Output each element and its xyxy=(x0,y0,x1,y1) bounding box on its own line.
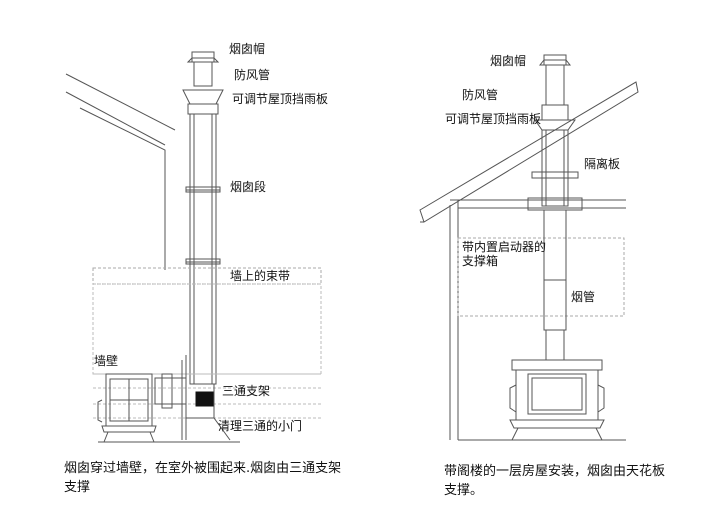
label-roof-flashing-right: 可调节屋顶挡雨板 xyxy=(445,112,542,126)
label-stovepipe-right: 烟管 xyxy=(571,290,596,304)
right-figure-drawing xyxy=(419,54,639,441)
left-stove xyxy=(97,373,157,443)
label-chimney-cap-right: 烟囱帽 xyxy=(490,54,527,68)
left-figure-drawing xyxy=(65,51,322,443)
label-storm-collar-left: 防风管 xyxy=(234,68,271,82)
right-stove xyxy=(509,359,605,441)
caption-left: 烟囱穿过墙壁，在室外被围起来.烟囱由三通支架支撑 xyxy=(64,461,342,495)
label-roof-flashing-left: 可调节屋顶挡雨板 xyxy=(232,92,329,106)
label-tee-support-left: 三通支架 xyxy=(222,384,271,398)
label-chimney-cap-left: 烟囱帽 xyxy=(229,42,266,56)
label-chimney-section-left: 烟囱段 xyxy=(230,180,267,194)
label-storm-collar-right: 防风管 xyxy=(462,88,499,102)
label-wall-band-left: 墙上的束带 xyxy=(230,269,291,283)
label-wall-left: 墙壁 xyxy=(94,354,119,368)
label-support-box-right: 带内置启动器的支撑箱 xyxy=(462,240,547,268)
label-tee-cleanout-left: 清理三通的小门 xyxy=(218,419,303,433)
caption-right: 带阁楼的一层房屋安装，烟囱由天花板支撑。 xyxy=(444,464,666,498)
label-firestop-spacer-right: 隔离板 xyxy=(584,157,621,171)
